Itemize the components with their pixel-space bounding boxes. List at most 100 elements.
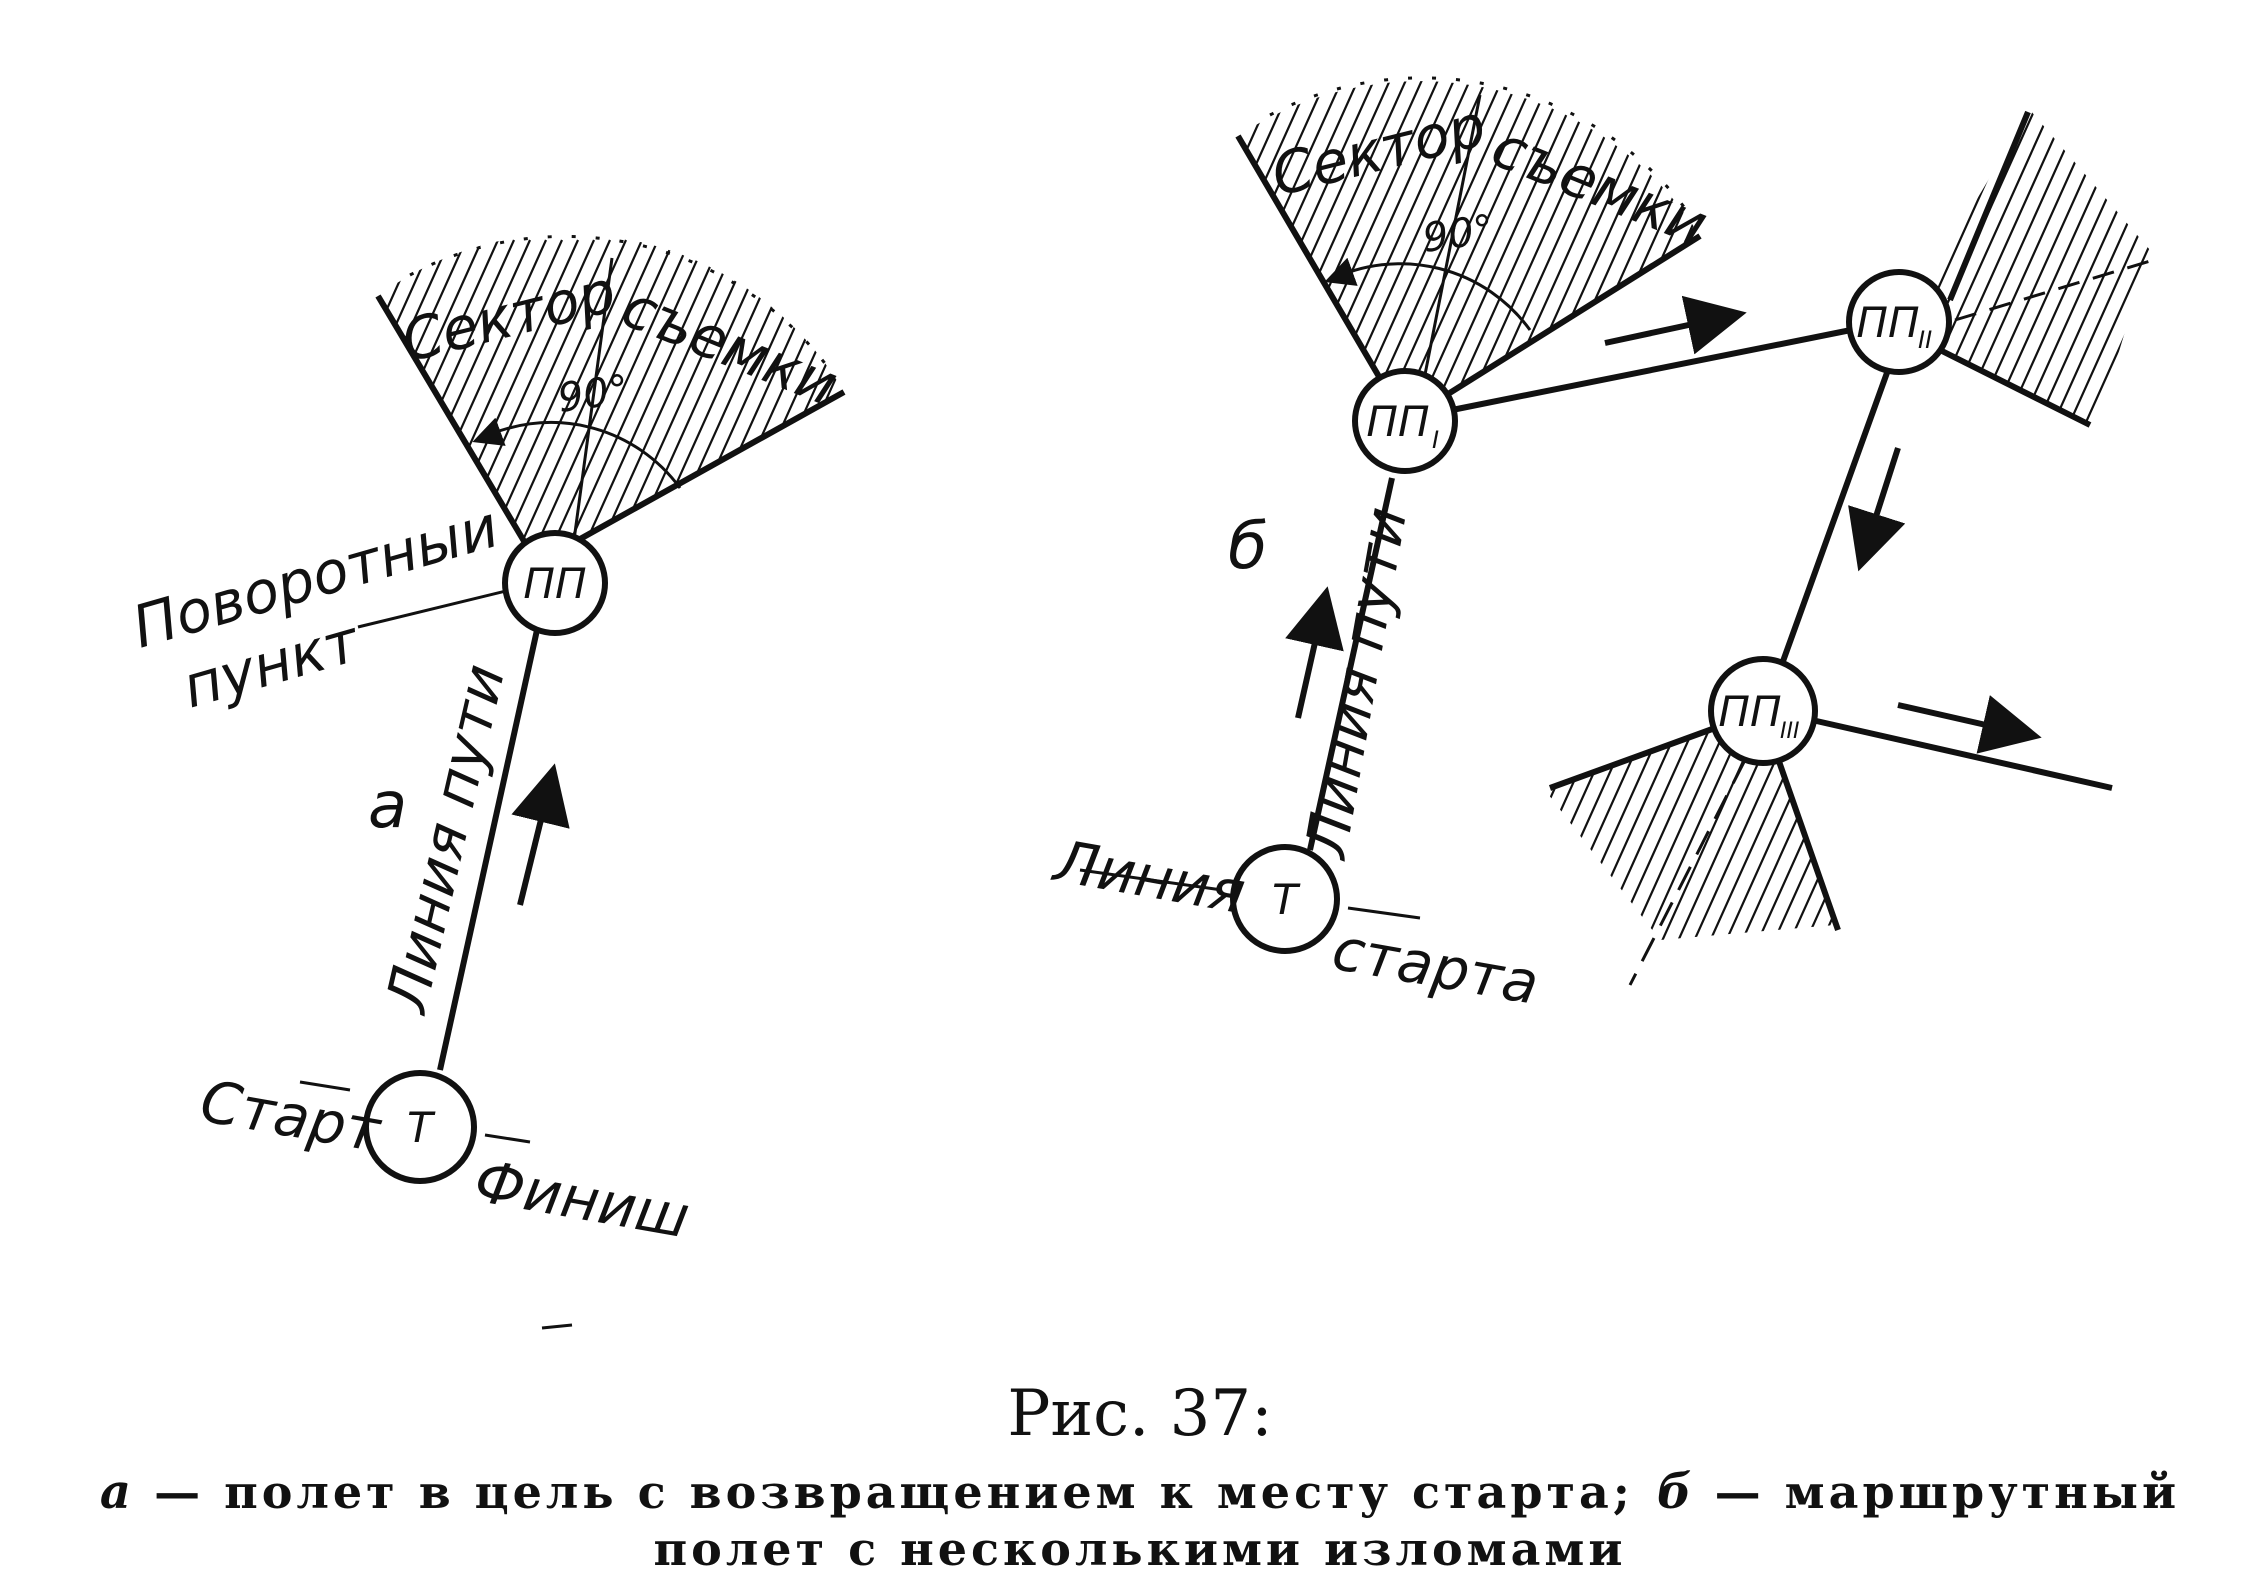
panel-b-angle-arc <box>1329 262 1532 331</box>
panel-b-target-node <box>1230 844 1340 954</box>
hatch-line <box>1036 80 1198 440</box>
hatch-line <box>1800 711 1835 940</box>
hatch-line <box>1238 81 1280 421</box>
panel-a-start-label: Старт <box>196 1067 388 1166</box>
hatch-line <box>2028 110 2150 430</box>
hatch-line <box>1610 81 1700 421</box>
hatch-line <box>1020 80 1182 440</box>
panel-b-sector1-left-edge <box>1235 134 1408 423</box>
panel-a-target-label: Т <box>407 1103 436 1152</box>
hatch-line <box>814 239 844 564</box>
hatch-line <box>1658 81 1700 421</box>
panel-b-track-line <box>1307 477 1395 851</box>
hatch-line <box>972 80 1134 440</box>
panel-b-pp1-sub: I <box>1432 426 1439 454</box>
panel-b-pp1-label: ПП <box>1366 397 1429 446</box>
hatch-line <box>702 239 844 564</box>
hatch-line <box>988 80 1150 440</box>
panel-b-sector2-edge-upper <box>1947 110 2031 302</box>
panel-b-sector-word2: съемки <box>1483 112 1717 259</box>
panel-a: ПП Т Сектор съемки 90° Поворотныи пункт … <box>0 234 1010 1330</box>
caption-line2: полет с несколькими изломами <box>654 1522 1627 1576</box>
hatch-line <box>1916 110 2073 430</box>
panel-b-pp2-label: ПП <box>1856 298 1919 347</box>
hatch-line <box>1678 100 1831 440</box>
panel-b-pp3-node <box>1708 656 1818 766</box>
hatch-line <box>876 80 1038 440</box>
panel-b-pp3-label: ПП <box>1718 687 1781 736</box>
panel-b-letter: б <box>1228 510 1267 584</box>
hatch-line <box>1238 81 1264 421</box>
panel-b-arrow-east <box>1604 295 1747 355</box>
hatch-line <box>378 239 436 564</box>
hatch-line <box>2108 110 2150 430</box>
hatch-line <box>1434 81 1600 421</box>
panel-b-track-label: Линия пути <box>1291 502 1420 864</box>
panel-b-angle-label: 90° <box>1420 206 1497 261</box>
hatch-line <box>1562 81 1700 421</box>
panel-b-center-tick <box>1418 94 1482 401</box>
panel-b-arrow-up <box>1285 586 1344 719</box>
hatch-line <box>860 80 1022 440</box>
panel-b-arrow-south <box>1848 447 1906 572</box>
panel-a-letter: а <box>368 769 407 843</box>
panel-a-track-line <box>437 629 540 1071</box>
panel-a-turn-point-label: ПП <box>523 559 586 608</box>
panel-a-target-node <box>363 1070 477 1184</box>
hatch-line <box>1576 711 1692 940</box>
caption-title: Рис. 37: <box>1007 1377 1272 1451</box>
panel-a-stray-mark <box>541 1323 573 1330</box>
hatch-line <box>1418 81 1584 421</box>
hatch-line <box>848 240 1010 600</box>
hatch-line <box>1545 711 1644 940</box>
hatch-line <box>112 240 274 600</box>
hatch-line <box>1545 711 1548 940</box>
hatch-line <box>64 240 226 600</box>
panel-b-sector-word1: Сектор <box>1265 91 1492 210</box>
hatch-line <box>0 240 162 600</box>
hatch-line <box>1900 110 2057 430</box>
hatch-line <box>1545 711 1628 940</box>
hatch-line <box>2092 110 2150 430</box>
hatch-line <box>1386 700 1499 950</box>
hatch-line <box>1899 110 2009 430</box>
panel-a-sector-left-edge <box>375 294 540 565</box>
hatch-line <box>798 239 844 564</box>
hatch-line <box>1402 700 1515 950</box>
hatch-line <box>2076 110 2150 430</box>
panel-b-start-tick-right <box>1347 906 1421 920</box>
hatch-line <box>1674 81 1700 421</box>
hatch-line <box>2060 110 2150 430</box>
hatch-line <box>1052 80 1214 440</box>
hatch-line <box>2158 100 2267 440</box>
panel-a-turn-point-pointer <box>357 588 511 629</box>
hatch-line <box>1594 81 1700 421</box>
hatch-line <box>378 239 452 564</box>
hatch-line <box>750 239 844 564</box>
hatch-line <box>924 80 1086 440</box>
panel-a-finish-tick <box>484 1133 531 1144</box>
hatch-line <box>1742 100 1895 440</box>
hatch-line <box>1545 711 1580 940</box>
panel-a-angle-label: 90° <box>555 366 632 421</box>
hatch-line <box>1690 81 1700 421</box>
hatch-line <box>1948 110 2105 430</box>
panel-b-pp2-sub: II <box>1918 326 1932 354</box>
hatch-line <box>1964 110 2121 430</box>
hatch-line <box>2140 110 2150 430</box>
hatch-line <box>96 240 258 600</box>
panel-b-pp3-sub: III <box>1780 719 1799 744</box>
hatch-line <box>1784 711 1835 940</box>
hatch-line <box>1238 81 1248 421</box>
hatch-line <box>734 239 844 564</box>
hatch-line <box>1899 110 1945 430</box>
hatch-line <box>1626 81 1700 421</box>
caption-letter-a: а <box>100 1464 131 1520</box>
panel-b-arrow-out <box>1897 695 2042 754</box>
hatch-line <box>1068 80 1230 440</box>
hatch-line <box>892 80 1054 440</box>
hatch-line <box>32 240 194 600</box>
panel-a-angle-arrow <box>472 417 506 446</box>
figure-caption: Рис. 37: а — полет в цель с возвращением… <box>100 1377 2176 1576</box>
